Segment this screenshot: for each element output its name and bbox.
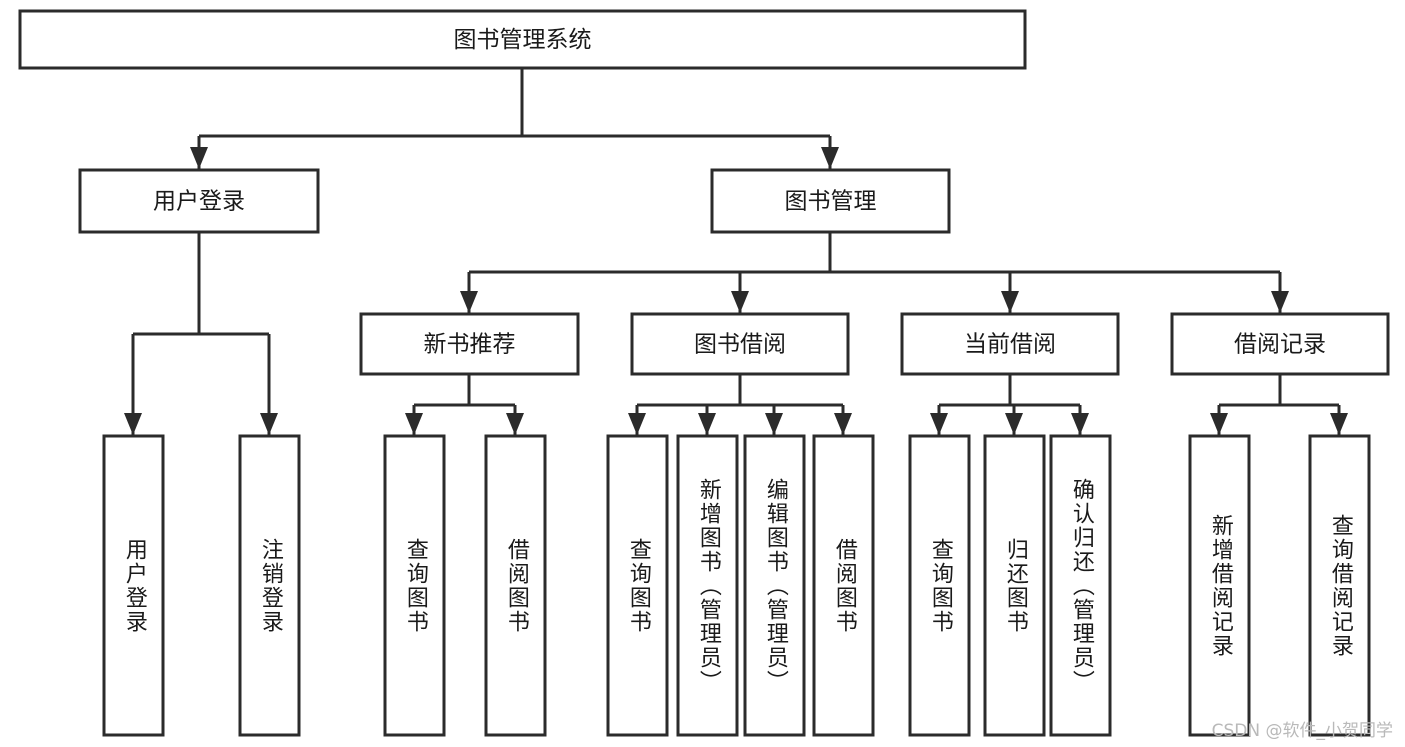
leaf-node-leaf-query-book-2-box[interactable] (606, 434, 669, 737)
arrow-head-icon (260, 413, 278, 435)
boxes-layer (18, 9, 1390, 737)
level3-node-book-borrow-label: 图书借阅 (694, 332, 786, 358)
level2-node-user-login-box[interactable] (78, 168, 320, 234)
level3-node-current-borrow-box[interactable] (900, 312, 1120, 376)
root-node-root-box (18, 9, 1027, 70)
arrow-head-icon (1330, 413, 1348, 435)
level3-node-book-borrow-box[interactable] (630, 312, 850, 376)
arrow-head-icon (628, 413, 646, 435)
leaf-node-leaf-borrow-book-2-box[interactable] (812, 434, 875, 737)
arrow-head-icon (1001, 291, 1019, 313)
arrow-head-icon (698, 413, 716, 435)
edges-layer (124, 68, 1348, 435)
level3-node-current-borrow-label: 当前借阅 (964, 332, 1056, 358)
level3-node-new-book-recommend-label: 新书推荐 (424, 332, 516, 358)
leaf-node-leaf-edit-book-box[interactable] (743, 434, 806, 737)
leaf-node-leaf-add-book-box[interactable] (676, 434, 739, 737)
root-node-root-label: 图书管理系统 (454, 27, 592, 53)
arrow-head-icon (834, 413, 852, 435)
arrow-head-icon (821, 147, 839, 169)
leaf-node-leaf-query-book-1-box[interactable] (383, 434, 446, 737)
level3-node-borrow-record-label: 借阅记录 (1234, 332, 1326, 358)
level3-node-new-book-recommend-box[interactable] (359, 312, 580, 376)
arrow-head-icon (190, 147, 208, 169)
arrow-head-icon (124, 413, 142, 435)
leaf-node-leaf-user-login-box[interactable] (102, 434, 165, 737)
watermark-text: CSDN @软件_小贺同学 (1211, 721, 1393, 741)
leaf-node-leaf-user-logout-box[interactable] (238, 434, 301, 737)
level2-node-book-manage-box[interactable] (710, 168, 951, 234)
arrow-head-icon (930, 413, 948, 435)
arrow-head-icon (731, 291, 749, 313)
leaf-node-leaf-borrow-book-1-box[interactable] (484, 434, 547, 737)
arrow-head-icon (1271, 291, 1289, 313)
leaf-node-leaf-confirm-return-box[interactable] (1049, 434, 1112, 737)
arrow-head-icon (506, 413, 524, 435)
arrow-head-icon (1071, 413, 1089, 435)
leaf-node-leaf-query-book-3-box[interactable] (908, 434, 971, 737)
arrow-head-icon (460, 291, 478, 313)
level2-node-user-login-label: 用户登录 (153, 189, 245, 215)
arrow-head-icon (1005, 413, 1023, 435)
level3-node-borrow-record-box[interactable] (1170, 312, 1390, 376)
leaf-node-leaf-add-record-box[interactable] (1188, 434, 1251, 737)
arrow-head-icon (765, 413, 783, 435)
arrow-head-icon (1210, 413, 1228, 435)
arrow-head-icon (405, 413, 423, 435)
leaf-node-leaf-query-record-box[interactable] (1308, 434, 1371, 737)
level2-node-book-manage-label: 图书管理 (785, 189, 877, 215)
leaf-node-leaf-return-book-box[interactable] (983, 434, 1046, 737)
